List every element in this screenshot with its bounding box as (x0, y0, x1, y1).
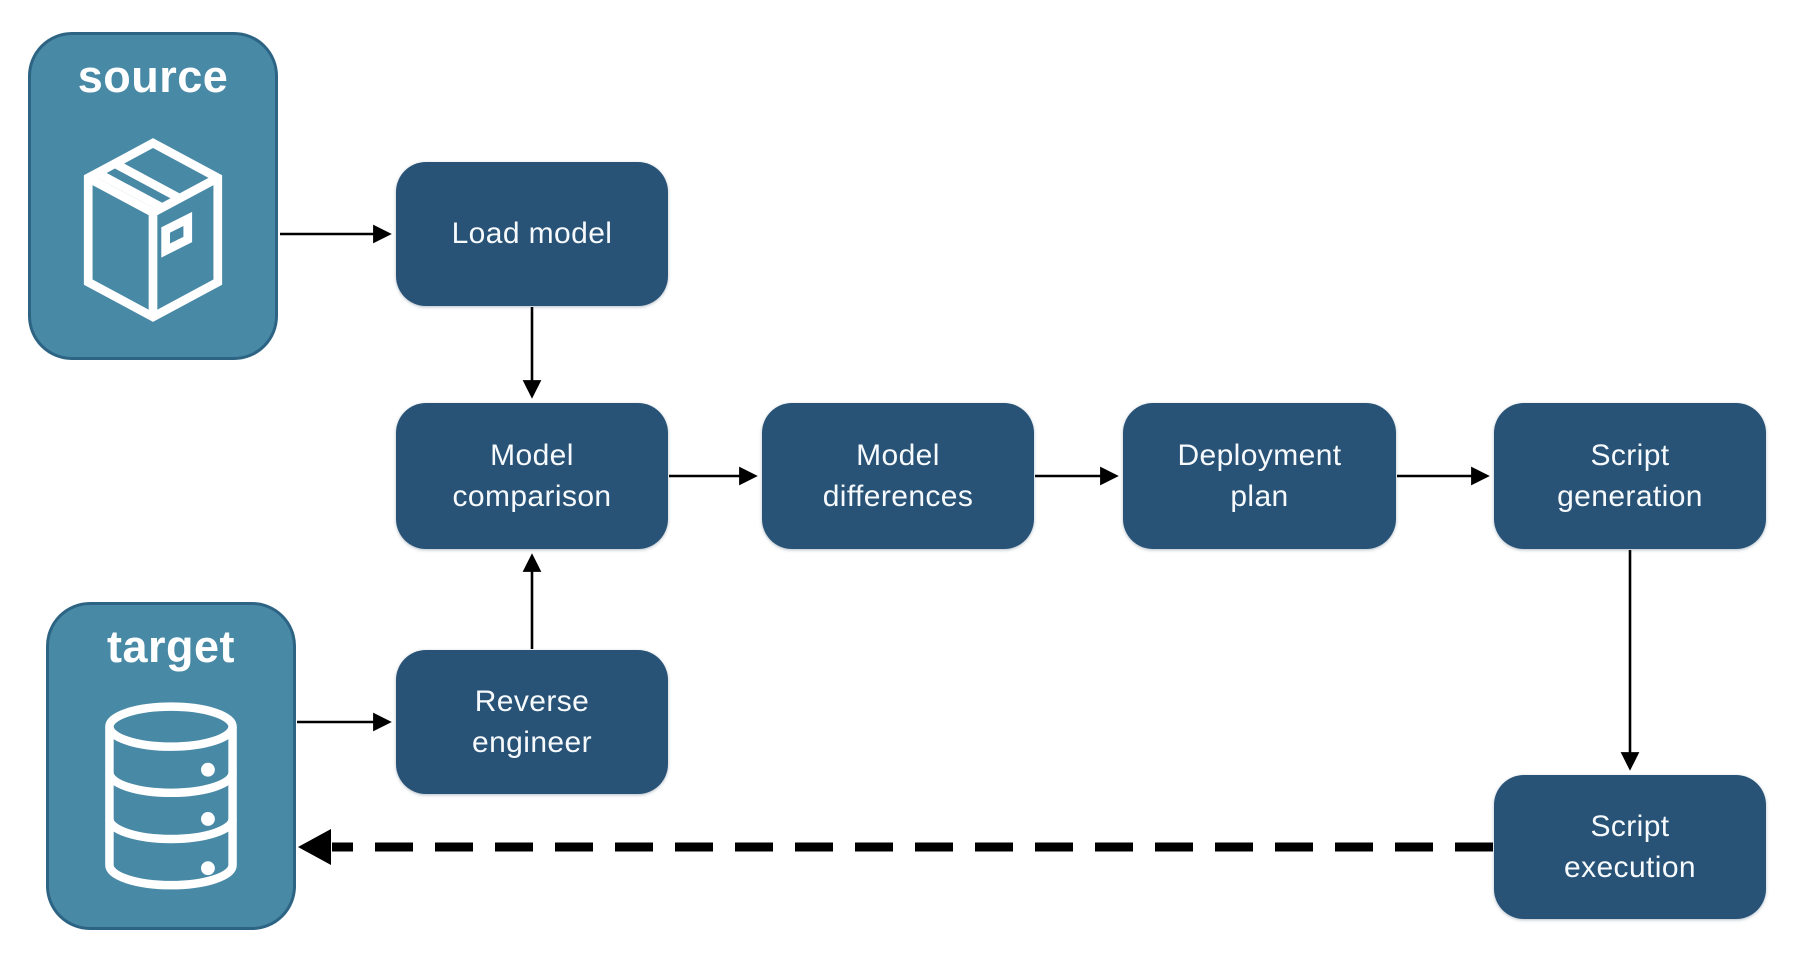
node-script-generation: Script generation (1494, 403, 1766, 549)
node-label: Deployment plan (1177, 438, 1342, 513)
dashed-arrowhead (298, 829, 331, 865)
node-model-comparison: Model comparison (396, 403, 668, 549)
node-model-differences: Model differences (762, 403, 1034, 549)
node-label: Model differences (822, 438, 974, 513)
node-load-model: Load model (396, 162, 668, 306)
node-script-execution: Script execution (1494, 775, 1766, 919)
node-label: Script execution (1563, 809, 1697, 884)
endpoint-source: source (28, 32, 278, 360)
node-label: Script generation (1557, 438, 1703, 513)
database-icon (49, 673, 293, 927)
node-reverse-engineer: Reverse engineer (396, 650, 668, 794)
node-label: Load model (451, 217, 613, 251)
endpoint-target-label: target (106, 621, 236, 672)
endpoint-source-label: source (77, 51, 229, 102)
node-label: Reverse engineer (472, 684, 592, 759)
package-icon (31, 103, 275, 357)
node-label: Model comparison (452, 438, 612, 513)
endpoint-target: target (46, 602, 296, 930)
node-deployment-plan: Deployment plan (1123, 403, 1396, 549)
